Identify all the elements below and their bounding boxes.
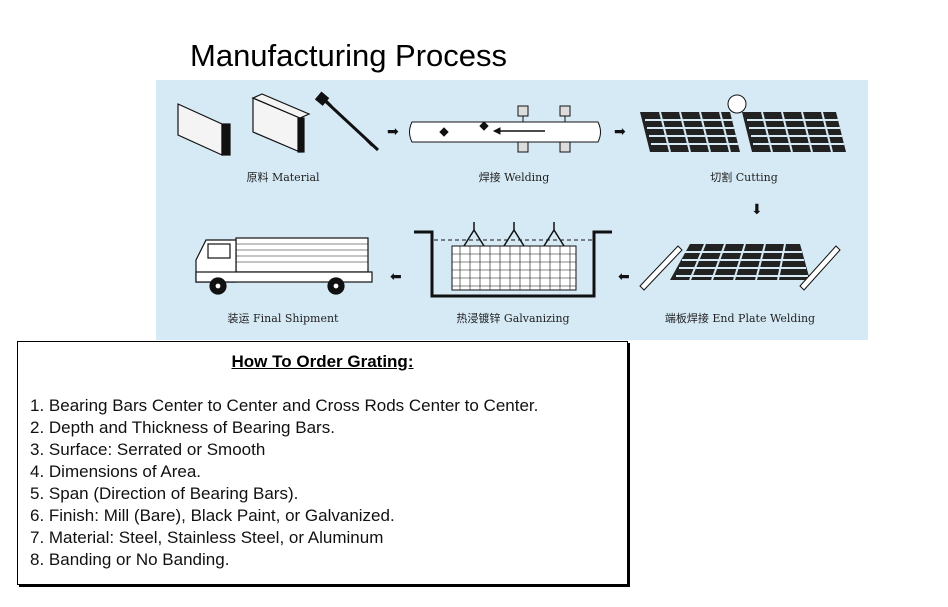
end-plate-welding-illustration [639,243,841,291]
arrow-down-icon: ⬇ [751,202,763,218]
order-heading: How To Order Grating: [231,352,414,371]
galvanizing-illustration [414,222,612,298]
step-label-final-shipment: 装运 Final Shipment [227,312,339,325]
step-label-material: 原料 Material [246,171,320,184]
list-item: 1. Bearing Bars Center to Center and Cro… [30,396,539,415]
truck-illustration [195,237,373,295]
arrow-right-icon: ➡ [614,124,626,140]
step-label-end-plate-welding: 端板焊接 End Plate Welding [664,312,816,325]
list-item: 2. Depth and Thickness of Bearing Bars. [30,418,335,437]
step-label-galvanizing: 热浸镀锌 Galvanizing [456,312,570,325]
arrow-left-icon: ⬅ [618,269,630,285]
step-label-cutting: 切割 Cutting [710,171,778,184]
cutting-illustration [640,94,846,153]
step-label-welding: 焊接 Welding [478,171,550,184]
how-to-order-box: How To Order Grating: 1. Bearing Bars Ce… [17,341,628,585]
arrow-right-icon: ➡ [387,124,399,140]
welding-illustration [409,105,601,153]
list-item: 3. Surface: Serrated or Smooth [30,440,266,459]
arrow-left-icon: ⬅ [390,269,402,285]
list-item: 4. Dimensions of Area. [30,462,202,481]
list-item: 7. Material: Steel, Stainless Steel, or … [30,528,384,547]
list-item: 5. Span (Direction of Bearing Bars). [30,484,299,503]
list-item: 6. Finish: Mill (Bare), Black Paint, or … [30,506,395,525]
list-item: 8. Banding or No Banding. [30,550,230,569]
order-requirements-list: 1. Bearing Bars Center to Center and Cro… [30,395,538,571]
page-title: Manufacturing Process [190,38,508,73]
material-illustration [177,91,380,156]
